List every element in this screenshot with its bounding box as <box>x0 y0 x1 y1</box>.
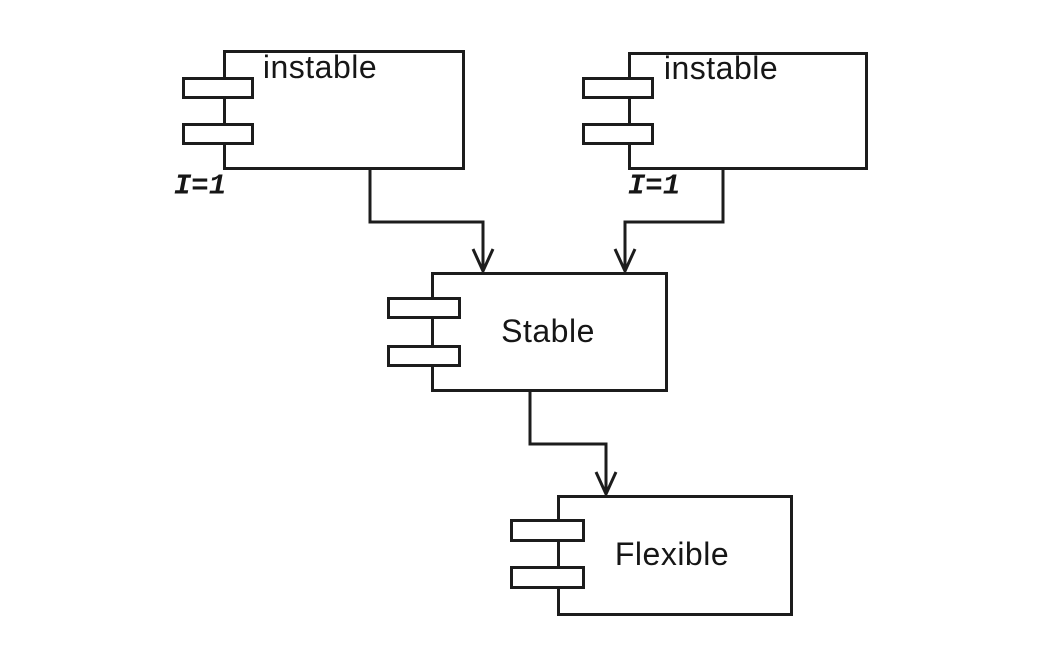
component-label-flexible: Flexible <box>614 536 730 572</box>
edge-instable-left-to-stable <box>368 169 485 270</box>
component-tab-icon <box>182 77 254 99</box>
arrowhead-stable-to-flexible <box>594 471 618 498</box>
component-label-instable-left: instable <box>262 49 378 85</box>
arrowhead-instable-left-to-stable <box>471 248 495 275</box>
edge-stable-to-flexible <box>528 391 608 493</box>
component-tab-icon <box>182 123 254 145</box>
component-tab-icon <box>387 345 461 367</box>
component-instable-right <box>628 52 868 170</box>
component-label-instable-right: instable <box>663 50 779 86</box>
component-tab-icon <box>582 123 654 145</box>
component-stable <box>431 272 668 392</box>
instability-annotation-left: I=1 <box>173 169 227 203</box>
component-flexible <box>557 495 793 616</box>
component-tab-icon <box>387 297 461 319</box>
component-instable-left <box>223 50 465 170</box>
instability-annotation-right: I=1 <box>627 169 681 203</box>
component-tab-icon <box>582 77 654 99</box>
component-tab-icon <box>510 566 585 589</box>
arrowhead-instable-right-to-stable <box>613 248 637 275</box>
component-tab-icon <box>510 519 585 542</box>
component-label-stable: Stable <box>501 313 595 349</box>
